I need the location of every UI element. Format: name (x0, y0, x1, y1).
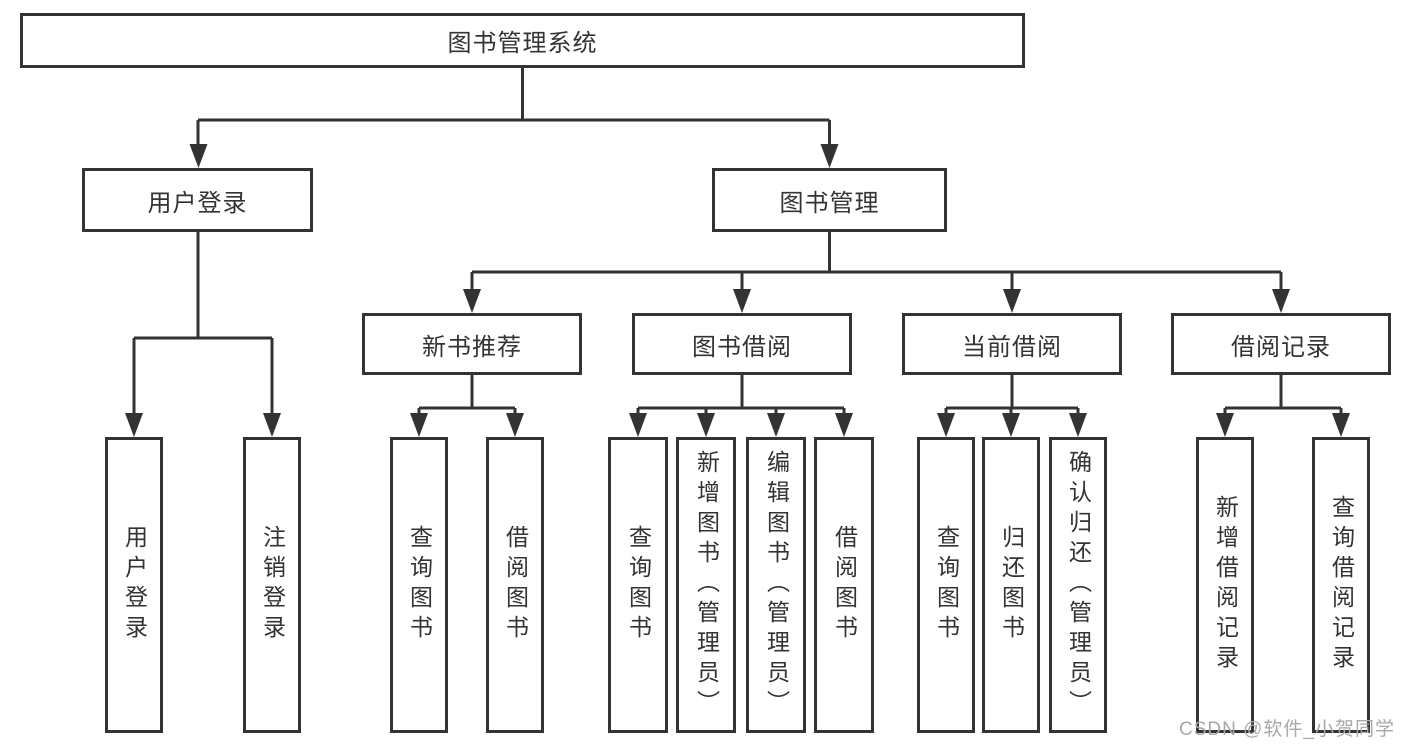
node-borrow-records: 借阅记录 (1171, 313, 1391, 375)
node-current-borrow: 当前借阅 (902, 313, 1122, 375)
node-label: 查询图书 (406, 525, 433, 645)
node-label: 借阅图书 (502, 525, 529, 645)
leaf-query-borrow-record: 查询借阅记录 (1312, 437, 1370, 733)
arrow-icon (463, 289, 481, 313)
node-label: 用户登录 (121, 525, 148, 645)
node-new-book-recommend: 新书推荐 (362, 313, 582, 375)
leaf-query-books-current: 查询图书 (917, 437, 975, 733)
edge-root-to-level1 (196, 68, 831, 146)
leaf-borrow-books: 借阅图书 (814, 437, 874, 733)
arrow-icon (1003, 289, 1021, 313)
leaf-add-borrow-record: 新增借阅记录 (1196, 437, 1254, 733)
leaf-logout-login: 注销登录 (243, 437, 301, 733)
arrow-icon (263, 413, 281, 437)
arrow-icon (1002, 413, 1020, 437)
leaf-user-login: 用户登录 (105, 437, 163, 733)
node-label: 查询借阅记录 (1328, 495, 1355, 675)
arrow-icon (1216, 413, 1234, 437)
edge-borrowrecord-to-leaves (1223, 375, 1343, 414)
node-label: 当前借阅 (962, 333, 1062, 361)
leaf-borrow-books-recommend: 借阅图书 (486, 437, 544, 733)
node-label: 图书借阅 (692, 333, 792, 361)
leaf-query-books-borrow: 查询图书 (608, 437, 668, 733)
edge-bookmgmt-to-level2 (470, 232, 1283, 290)
node-label: 编辑图书（管理员） (763, 450, 790, 720)
arrow-icon (937, 413, 955, 437)
arrow-icon (410, 413, 428, 437)
node-book-borrow: 图书借阅 (632, 313, 852, 375)
leaf-edit-books-admin: 编辑图书（管理员） (746, 437, 806, 733)
arrow-icon (125, 413, 143, 437)
arrow-icon (733, 289, 751, 313)
tree-edges (132, 68, 1343, 414)
arrow-icon (506, 413, 524, 437)
edge-userlogin-to-leaves (132, 232, 274, 414)
arrow-icon (767, 413, 785, 437)
leaf-return-books: 归还图书 (982, 437, 1040, 733)
leaf-confirm-return-admin: 确认归还（管理员） (1049, 437, 1107, 733)
arrow-icon (1069, 413, 1087, 437)
node-label: 图书管理系统 (447, 30, 598, 57)
node-label: 新书推荐 (422, 333, 522, 361)
arrow-icon (189, 144, 208, 168)
node-label: 查询图书 (933, 525, 960, 645)
csdn-watermark: CSDN @软件_小贺同学 (1179, 719, 1395, 740)
node-label: 新增借阅记录 (1212, 495, 1239, 675)
node-user-login: 用户登录 (82, 168, 313, 232)
arrow-icon (1332, 413, 1350, 437)
node-label: 查询图书 (625, 525, 652, 645)
leaf-query-books-recommend: 查询图书 (390, 437, 448, 733)
edge-newbook-to-leaves (417, 375, 517, 414)
arrowheads (125, 144, 1350, 437)
node-label: 归还图书 (998, 525, 1025, 645)
node-book-management: 图书管理 (712, 168, 947, 232)
arrow-icon (820, 144, 839, 168)
node-label: 新增图书（管理员） (693, 450, 720, 720)
node-label: 借阅记录 (1231, 333, 1331, 361)
node-label: 借阅图书 (831, 525, 858, 645)
node-label: 确认归还（管理员） (1065, 450, 1092, 720)
arrow-icon (1272, 289, 1290, 313)
node-library-system: 图书管理系统 (20, 13, 1025, 68)
arrow-icon (835, 413, 853, 437)
arrow-icon (629, 413, 647, 437)
arrow-icon (697, 413, 715, 437)
node-label: 图书管理 (779, 189, 880, 217)
edge-bookborrow-to-leaves (636, 375, 846, 414)
leaf-add-books-admin: 新增图书（管理员） (676, 437, 736, 733)
node-label: 用户登录 (147, 189, 248, 217)
edge-currentborrow-to-leaves (944, 375, 1080, 414)
node-label: 注销登录 (259, 525, 286, 645)
